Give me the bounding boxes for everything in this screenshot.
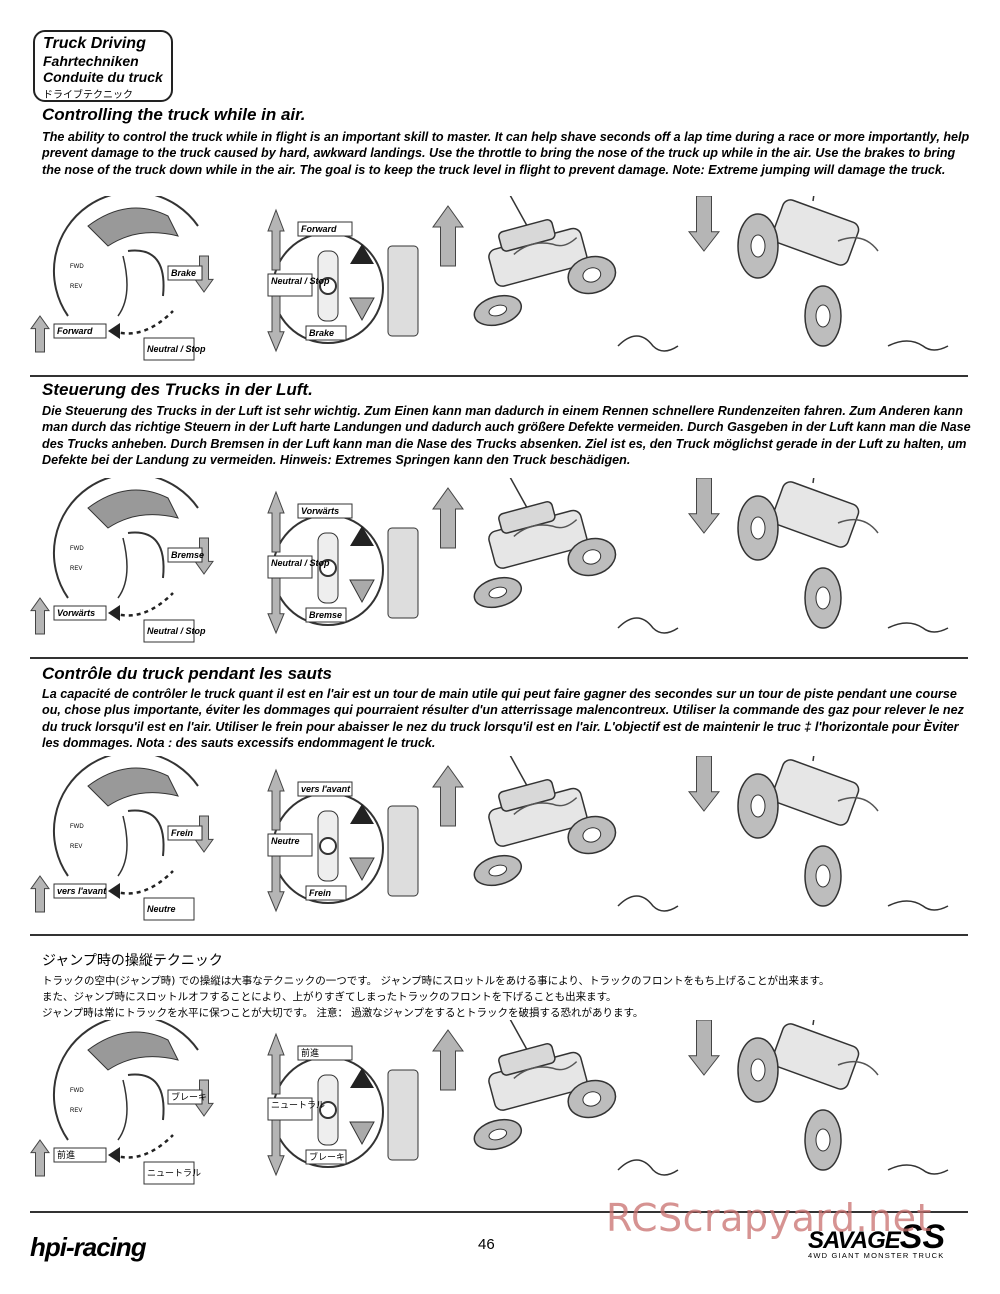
trigger-label-forward: Forward — [57, 326, 93, 336]
rev-mark: REV — [70, 844, 82, 850]
throttle-wheel-diagram: Vorwärts Neutral / Stop Bremse — [267, 490, 419, 635]
wheel-label-forward: 前進 — [301, 1047, 319, 1059]
truck-nose-down-illustration — [687, 989, 949, 1175]
tab-title-fr: Conduite du truck — [43, 69, 163, 85]
section-title-de: Steuerung des Trucks in der Luft. — [42, 380, 313, 399]
product-name: SAVAGE — [808, 1227, 901, 1254]
tab-title-de: Fahrtechniken — [43, 53, 139, 69]
section-title-en: Controlling the truck while in air. — [42, 105, 306, 124]
section-body-jp-line3: ジャンプ時は常にトラックを水平に保つことが大切です。 注意： 過激なジャンプをす… — [42, 1007, 644, 1019]
trigger-label-brake: Frein — [171, 828, 194, 838]
transmitter-trigger-diagram: FWD REV Frein vers l'avant Neutre — [30, 751, 214, 921]
fwd-mark: FWD — [70, 264, 84, 270]
rev-mark: REV — [70, 566, 82, 572]
truck-nose-down-illustration — [687, 725, 949, 911]
truck-nose-up-illustration — [432, 1012, 679, 1176]
section-body-fr: La capacité de contrôler le truck quant … — [42, 687, 964, 750]
watermark: RCScrapyard.net — [606, 1196, 932, 1240]
throttle-wheel-diagram: vers l'avant Neutre Frein — [267, 768, 419, 913]
truck-nose-up-illustration — [432, 188, 679, 352]
trigger-label-brake: Brake — [171, 268, 196, 278]
section-tab: Truck Driving Fahrtechniken Conduite du … — [33, 30, 173, 102]
section-title-jp: ジャンプ時の操縦テクニック — [42, 953, 223, 969]
illustration-svg: FWD REV Brake Forward Neutral / Stop For… — [30, 165, 949, 361]
trigger-label-neutral: Neutre — [147, 904, 176, 914]
trigger-label-brake: ブレーキ — [171, 1091, 207, 1103]
fwd-mark: FWD — [70, 824, 84, 830]
divider — [30, 934, 968, 936]
page-number: 46 — [478, 1236, 495, 1253]
truck-nose-up-illustration — [432, 748, 679, 912]
illustration-row-jp: FWD REV ブレーキ 前進 ニュートラル 前進 ニュート — [28, 989, 978, 1195]
illustration-svg: FWD REV Frein vers l'avant Neutre vers l… — [30, 725, 949, 921]
illustration-row-de: FWD REV Bremse Vorwärts Neutral / Stop V… — [28, 447, 978, 653]
trigger-label-neutral: Neutral / Stop — [147, 344, 206, 354]
product-subtitle: 4WD GIANT MONSTER TRUCK — [808, 1251, 945, 1260]
wheel-label-brake: Frein — [309, 888, 332, 898]
divider — [30, 375, 968, 377]
trigger-label-brake: Bremse — [171, 550, 204, 560]
transmitter-trigger-diagram: FWD REV Brake Forward Neutral / Stop — [30, 191, 214, 361]
trigger-label-forward: 前進 — [57, 1149, 75, 1161]
fwd-mark: FWD — [70, 546, 84, 552]
truck-nose-up-illustration — [432, 470, 679, 634]
wheel-label-neutral: Neutral / Stop — [271, 276, 330, 286]
tab-title-jp: ドライブテクニック — [43, 90, 133, 101]
product-suffix: SS — [899, 1218, 946, 1256]
illustration-row-en: FWD REV Brake Forward Neutral / Stop For… — [28, 165, 978, 371]
section-body-jp-line2: また、ジャンプ時にスロットルオフすることにより、上がりすぎてしまったトラックのフ… — [42, 991, 617, 1003]
transmitter-trigger-diagram: FWD REV Bremse Vorwärts Neutral / Stop — [30, 473, 214, 643]
wheel-label-forward: vers l'avant — [301, 784, 351, 794]
section-body-en: The ability to control the truck while i… — [42, 130, 970, 177]
section-body-jp-line1: トラックの空中(ジャンプ時) での操縦は大事なテクニックの一つです。 ジャンプ時… — [42, 975, 830, 987]
section-title-fr: Contrôle du truck pendant les sauts — [42, 664, 332, 683]
trigger-label-neutral: Neutral / Stop — [147, 626, 206, 636]
wheel-label-brake: ブレーキ — [309, 1151, 345, 1163]
rev-mark: REV — [70, 1108, 82, 1114]
wheel-label-neutral: ニュートラル — [271, 1100, 325, 1111]
trigger-label-forward: Vorwärts — [57, 608, 95, 618]
wheel-label-forward: Forward — [301, 224, 337, 234]
trigger-label-forward: vers l'avant — [57, 886, 107, 896]
trigger-label-neutral: ニュートラル — [147, 1168, 201, 1179]
tab-title-en: Truck Driving — [43, 35, 146, 52]
fwd-mark: FWD — [70, 1088, 84, 1094]
rev-mark: REV — [70, 284, 82, 290]
throttle-wheel-diagram: 前進 ニュートラル ブレーキ — [267, 1032, 419, 1177]
divider — [30, 1211, 968, 1213]
hpi-racing-logo: hpi-racing — [30, 1232, 147, 1262]
divider — [30, 657, 968, 659]
wheel-label-brake: Brake — [309, 328, 334, 338]
throttle-wheel-diagram: Forward Neutral / Stop Brake — [267, 208, 419, 353]
transmitter-trigger-diagram: FWD REV ブレーキ 前進 ニュートラル — [30, 1015, 214, 1185]
wheel-label-neutral: Neutral / Stop — [271, 558, 330, 568]
savage-ss-logo: SAVAGESS 4WD GIANT MONSTER TRUCK — [808, 1218, 945, 1260]
illustration-row-fr: FWD REV Frein vers l'avant Neutre vers l… — [28, 725, 978, 931]
wheel-label-forward: Vorwärts — [301, 506, 339, 516]
wheel-label-brake: Bremse — [309, 610, 342, 620]
section-body-de: Die Steuerung des Trucks in der Luft ist… — [42, 404, 971, 467]
illustration-svg: FWD REV Bremse Vorwärts Neutral / Stop V… — [30, 447, 949, 643]
illustration-svg: FWD REV ブレーキ 前進 ニュートラル 前進 ニュート — [30, 989, 949, 1185]
wheel-label-neutral: Neutre — [271, 836, 300, 846]
truck-nose-down-illustration — [687, 447, 949, 633]
truck-nose-down-illustration — [687, 165, 949, 351]
